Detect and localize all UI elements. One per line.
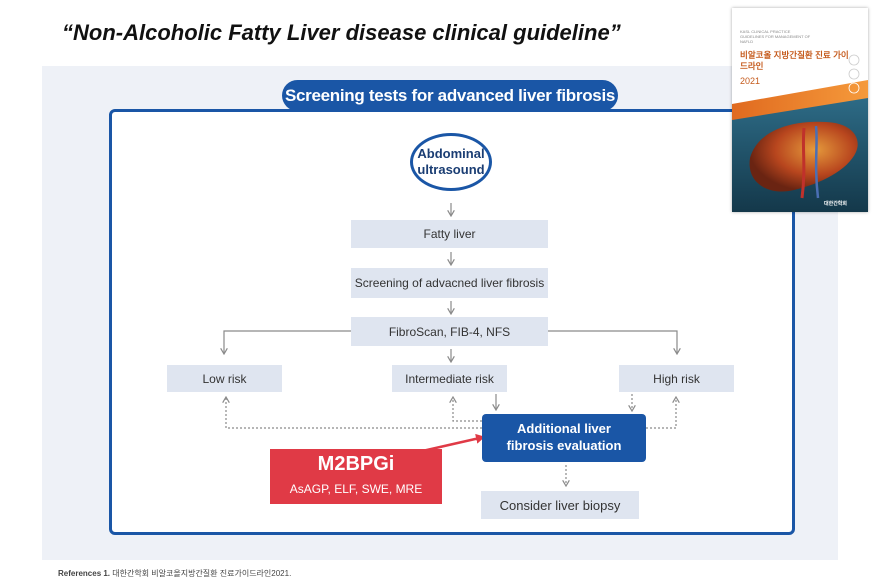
book-cover-art: [732, 54, 868, 212]
m2bpgi-callout: M2BPGi AsAGP, ELF, SWE, MRE: [270, 449, 442, 504]
arrow-tests-to-high: [548, 330, 677, 353]
step-screening: Screening of advacned liver fibrosis: [351, 268, 548, 298]
dotted-additional-to-low: [226, 398, 482, 429]
dotted-additional-to-intermediate: [453, 398, 482, 422]
risk-low: Low risk: [167, 365, 282, 392]
page-title: “Non-Alcoholic Fatty Liver disease clini…: [62, 20, 621, 45]
step-liver-biopsy: Consider liver biopsy: [481, 491, 639, 519]
references: References 1. 대한간학회 비알코올지방간질환 진료가이드라인202…: [58, 568, 291, 579]
cover-publisher: 대한간학회: [824, 201, 848, 207]
step-tests: FibroScan, FIB-4, NFS: [351, 317, 548, 346]
additional-line2: fibrosis evaluation: [506, 438, 622, 453]
step-additional-evaluation: Additional liver fibrosis evaluation: [482, 414, 646, 462]
references-label: References 1.: [58, 569, 111, 578]
m2bpgi-title: M2BPGi: [317, 453, 395, 475]
cover-orange-band: [732, 80, 868, 122]
arrow-tests-to-low: [224, 330, 351, 353]
cover-year: 2021: [740, 76, 761, 86]
cover-title: 비알코올 지방간질환 진료 가이드라인: [740, 50, 849, 72]
step-fatty-liver: Fatty liver: [351, 220, 548, 248]
diagram-banner: Screening tests for advanced liver fibro…: [282, 80, 618, 111]
references-text: 대한간학회 비알코올지방간질환 진료가이드라인2021.: [112, 569, 292, 578]
dotted-additional-to-high: [646, 398, 676, 429]
m2bpgi-subtitle: AsAGP, ELF, SWE, MRE: [289, 482, 423, 496]
additional-line1: Additional liver: [517, 421, 611, 437]
risk-high: High risk: [619, 365, 734, 392]
start-node: Abdominal ultrasound: [410, 133, 492, 191]
cover-subtitle: KASL CLINICAL PRACTICE GUIDELINES FOR MA…: [740, 29, 811, 44]
guideline-book-cover: KASL CLINICAL PRACTICE GUIDELINES FOR MA…: [732, 8, 868, 212]
risk-intermediate: Intermediate risk: [392, 365, 507, 392]
